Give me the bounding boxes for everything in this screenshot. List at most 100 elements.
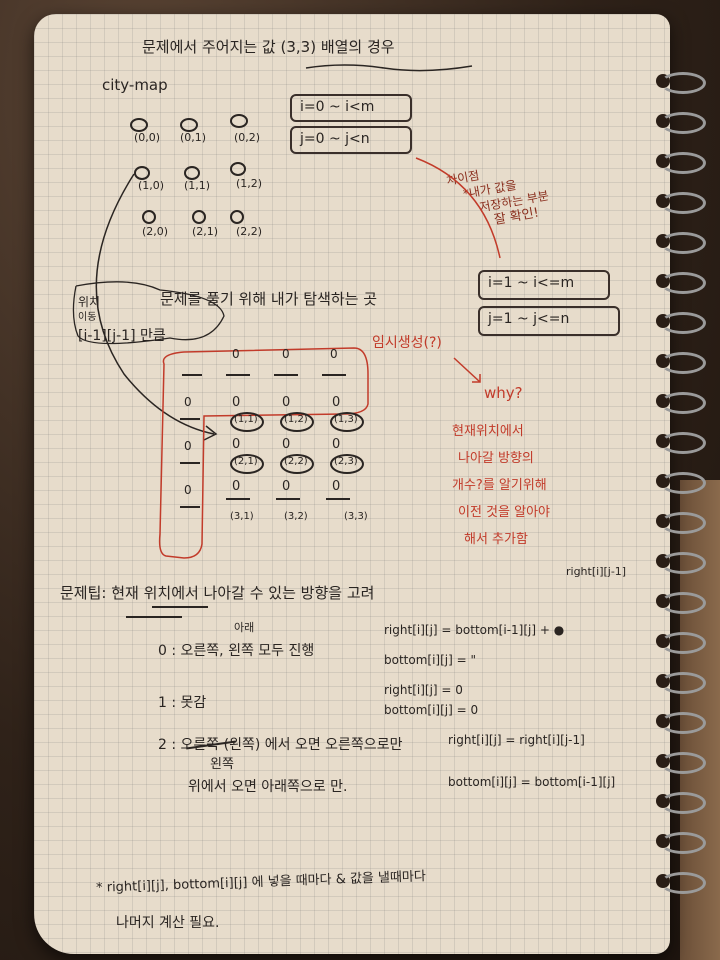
range-box-i (290, 94, 412, 122)
grid-zero: 0 (332, 395, 341, 410)
pad-zero: 0 (184, 483, 192, 497)
range-i: i=0 ~ i<m (300, 99, 375, 115)
bottom-grid-cell: (3,1) (230, 511, 254, 522)
dash (226, 374, 250, 376)
cell-marker (192, 210, 206, 224)
cell-highlight (280, 454, 314, 474)
pad-zero: 0 (184, 395, 192, 409)
tip-title: 문제팁: 현재 위치에서 나아갈 수 있는 방향을 고려 (60, 584, 375, 602)
cell-marker (230, 162, 246, 176)
dash (276, 498, 300, 500)
tip-bracket (126, 616, 182, 618)
range-box-j (290, 126, 412, 154)
dash (180, 506, 200, 508)
grid-zero: 0 (282, 395, 291, 410)
dash (182, 374, 202, 376)
search-label: 문제를 풀기 위해 내가 탐색하는 곳 (160, 290, 378, 308)
bottom-grid-cell: (1,2) (284, 414, 308, 425)
temp-note: 임시생성(?) (372, 335, 442, 351)
cell-marker (130, 118, 148, 132)
position-note-line: 이동 (78, 312, 97, 323)
grid-zero: 0 (282, 479, 291, 494)
grid-cell: (0,2) (234, 131, 261, 144)
title-underline (305, 64, 473, 72)
footer-note-line-2: 나머지 계산 필요. (116, 915, 220, 931)
tip-label-below: 아래 (234, 621, 255, 634)
notebook-page: 문제에서 주어지는 값 (3,3) 배열의 경우 city-map i=0 ~ … (34, 14, 706, 954)
bottom-grid-cell: (2,1) (234, 456, 258, 467)
grid-zero: 0 (282, 437, 291, 452)
footer-note-line-1: * right[i][j], bottom[i][j] 에 넣을 때마다 & 값… (95, 869, 427, 896)
why-answer: 현재위치에서 나아갈 방향의 개수?를 알기위해 이전 것을 알아야 해서 추가… (452, 418, 550, 553)
red-divider-curve (415, 157, 501, 259)
position-note-outline (72, 281, 225, 345)
cell-marker (134, 166, 150, 180)
grid-cell: (1,1) (184, 179, 211, 192)
why-answer-line: 나아갈 방향의 (458, 451, 534, 466)
formula-top-right: right[i][j-1] (566, 565, 627, 578)
grid-cell: (0,0) (134, 131, 161, 144)
why-answer-line: 이전 것을 알아야 (458, 505, 550, 520)
search-range-i: i=1 ~ i<=m (488, 275, 575, 291)
tip-case-2-left: 왼쪽 (210, 757, 234, 772)
grid-zero: 0 (232, 395, 241, 410)
bottom-grid-cell: (1,1) (234, 414, 258, 425)
cell-highlight (330, 412, 364, 432)
dash (322, 374, 346, 376)
tip-case-2-line2: 위에서 오면 아래쪽으로 만. (188, 779, 348, 795)
bottom-grid-cell: (1,3) (334, 414, 358, 425)
why-label: why? (484, 384, 523, 402)
search-range-box-j (478, 306, 620, 336)
dash (180, 418, 200, 420)
grid-cell: (0,1) (180, 131, 207, 144)
grid-zero: 0 (332, 479, 341, 494)
bottom-grid-cell: (2,3) (334, 456, 358, 467)
grid-cell: (2,1) (192, 225, 219, 238)
range-j: j=0 ~ j<n (300, 131, 370, 147)
dash (180, 462, 200, 464)
formula-0b: bottom[i][j] = " (384, 653, 476, 667)
grid-zero: 0 (232, 479, 241, 494)
why-answer-line: 해서 추가함 (464, 532, 528, 547)
cell-highlight (230, 454, 264, 474)
formula-0a: right[i][j] = bottom[i-1][j] + ● (384, 623, 565, 637)
grid-zero: 0 (332, 437, 341, 452)
cell-marker (230, 114, 248, 128)
formula-2b: bottom[i][j] = bottom[i-1][j] (448, 775, 616, 789)
search-range-j: j=1 ~ j<=n (488, 311, 570, 327)
bottom-grid-cell: (2,2) (284, 456, 308, 467)
dash (226, 498, 250, 500)
page-title: 문제에서 주어지는 값 (3,3) 배열의 경우 (142, 38, 395, 56)
cell-marker (184, 166, 200, 180)
formula-1a: right[i][j] = 0 (384, 683, 463, 697)
spiral-binding (650, 54, 710, 934)
grid-cell: (2,2) (236, 225, 263, 238)
cell-highlight (280, 412, 314, 432)
pad-zero: 0 (232, 347, 240, 361)
pad-zero: 0 (282, 347, 290, 361)
dash (274, 374, 298, 376)
cell-marker (180, 118, 198, 132)
tip-case-0: 0 : 오른쪽, 왼쪽 모두 진행 (158, 643, 315, 659)
dash (326, 498, 350, 500)
position-note-line: [i-1][j-1] 만큼 (78, 328, 166, 344)
position-note: 위치 이동 [i-1][j-1] 만큼 (78, 294, 166, 344)
tip-case-1: 1 : 못감 (158, 695, 207, 711)
position-note-line: 위치 (78, 295, 101, 309)
padding-outline (158, 347, 369, 559)
bottom-grid-cell: (3,3) (344, 511, 368, 522)
bottom-grid-cell: (3,2) (284, 511, 308, 522)
grid-zero: 0 (232, 437, 241, 452)
tip-underline (152, 606, 208, 608)
grid-cell: (2,0) (142, 225, 169, 238)
why-answer-line: 현재위치에서 (452, 424, 524, 439)
cell-marker (142, 210, 156, 224)
cell-highlight (230, 412, 264, 432)
grid-cell: (1,2) (236, 177, 263, 190)
why-answer-line: 개수?를 알기위해 (452, 478, 547, 493)
pad-zero: 0 (330, 347, 338, 361)
pad-zero: 0 (184, 439, 192, 453)
cell-marker (230, 210, 244, 224)
subtitle: city-map (102, 76, 168, 94)
formula-1b: bottom[i][j] = 0 (384, 703, 479, 717)
